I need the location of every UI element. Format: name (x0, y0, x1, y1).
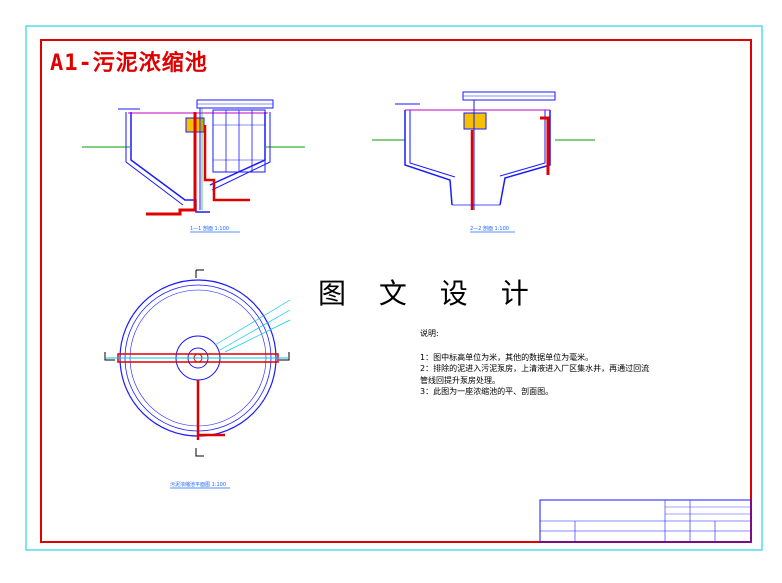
note-item: 管线回提升泵房处理。 (420, 375, 500, 385)
drawing-title: A1-污泥浓缩池 (50, 51, 208, 76)
note-item: 2：排除的泥进入污泥泵房，上清液进入厂区集水井，再通过回流 (420, 364, 650, 373)
title-block (539, 499, 752, 543)
svg-text:2—2 剖面 1:100: 2—2 剖面 1:100 (470, 225, 509, 232)
plan-caption: 污泥浓缩池平面图 1:100 (170, 481, 230, 489)
notes-heading: 说明: (420, 329, 439, 338)
plan-view (104, 279, 291, 440)
outer-border (25, 25, 763, 551)
section-1-1-caption: 1—1 剖面 1:100 (190, 225, 240, 233)
section-2-2-caption: 2—2 剖面 1:100 (470, 225, 515, 233)
section-2-2 (372, 91, 595, 210)
section-1-1 (82, 99, 305, 216)
inner-frame (40, 39, 752, 543)
section-marks (195, 269, 204, 457)
watermark: 图 文 设 计 (318, 277, 541, 310)
svg-text:污泥浓缩池平面图 1:100: 污泥浓缩池平面图 1:100 (170, 481, 226, 488)
svg-text:1—1 剖面 1:100: 1—1 剖面 1:100 (190, 225, 229, 232)
note-item: 1：图中标高单位为米，其他的数据单位为毫米。 (420, 352, 594, 362)
design-notes: 说明: 1：图中标高单位为米，其他的数据单位为毫米。 2：排除的泥进入污泥泵房，… (420, 328, 649, 398)
note-item: 3：此图为一座浓缩池的平、剖面图。 (420, 387, 554, 396)
